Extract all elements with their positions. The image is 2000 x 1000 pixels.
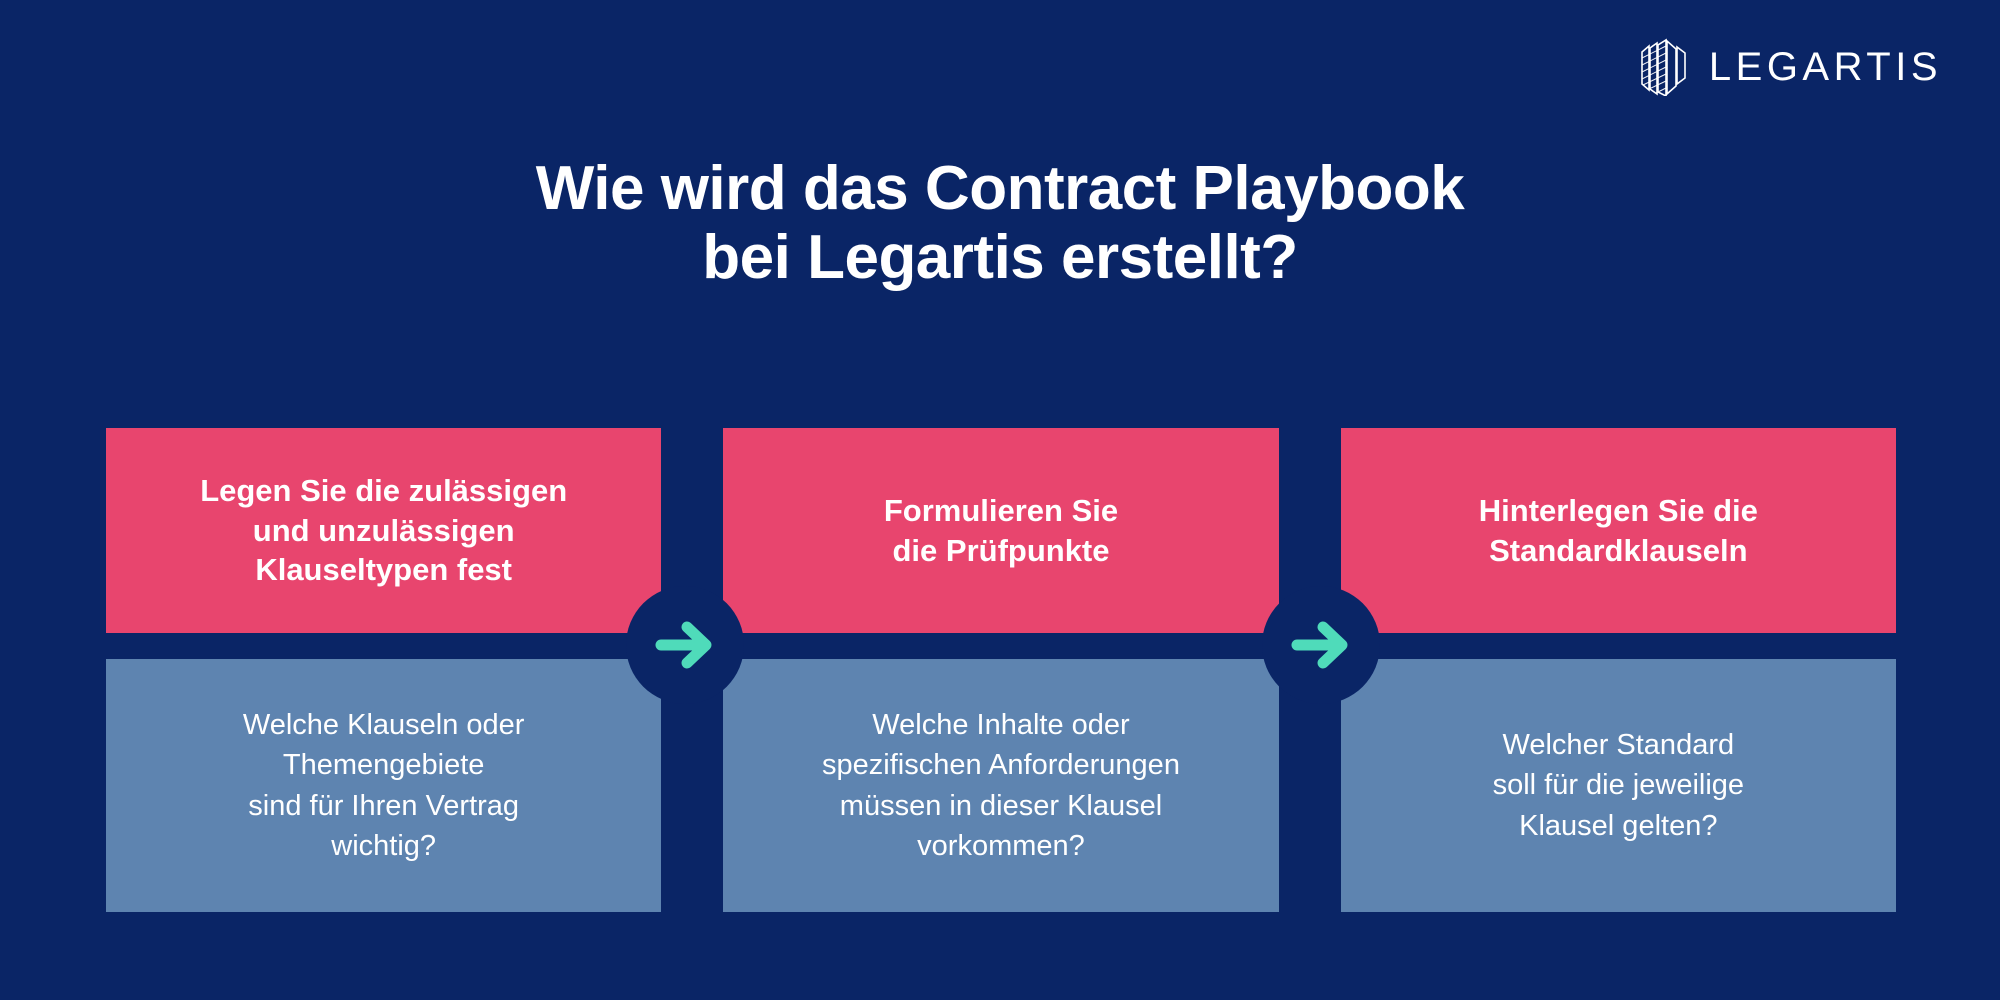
arrow-right-icon [655, 621, 712, 669]
step-1-heading: Legen Sie die zulässigen und unzulässige… [200, 472, 568, 588]
step-2-body-card: Welche Inhalte oder spezifischen Anforde… [723, 659, 1279, 912]
step-1-body-card: Welche Klauseln oder Themengebiete sind … [106, 659, 662, 912]
arrow-right-icon [1291, 621, 1348, 669]
step-3-heading-card: Hinterlegen Sie die Standardklauseln [1340, 428, 1896, 633]
step-2-heading-card: Formulieren Sie die Prüfpunkte [723, 428, 1279, 633]
step-1-heading-card: Legen Sie die zulässigen und unzulässige… [106, 428, 662, 633]
step-3-heading: Hinterlegen Sie die Standardklauseln [1478, 492, 1758, 568]
step-3-divider [1341, 633, 1896, 659]
step-connector-2 [1262, 586, 1380, 704]
legartis-layers-mark-icon [1641, 38, 1686, 96]
step-2-heading: Formulieren Sie die Prüfpunkte [883, 492, 1119, 568]
process-step-2: Formulieren Sie die Prüfpunkte Welche In… [723, 428, 1279, 912]
step-2-divider [723, 633, 1278, 659]
page-title-line-2: bei Legartis erstellt? [702, 222, 1298, 292]
legartis-logo: LEGARTIS [1639, 36, 1942, 98]
step-3-body: Welcher Standard soll für die jeweilige … [1492, 729, 1745, 842]
step-3-body-card: Welcher Standard soll für die jeweilige … [1340, 659, 1896, 912]
step-connector-1 [626, 586, 744, 704]
process-step-1: Legen Sie die zulässigen und unzulässige… [106, 428, 662, 912]
step-1-body: Welche Klauseln oder Themengebiete sind … [242, 709, 525, 862]
page-title: Wie wird das Contract Playbook bei Legar… [0, 154, 2000, 293]
process-step-3: Hinterlegen Sie die Standardklauseln Wel… [1340, 428, 1896, 912]
process-steps: Legen Sie die zulässigen und unzulässige… [106, 428, 1896, 912]
step-1-divider [106, 633, 661, 659]
page-title-line-1: Wie wird das Contract Playbook [535, 153, 1465, 223]
legartis-wordmark: LEGARTIS [1708, 45, 1942, 89]
step-2-body: Welche Inhalte oder spezifischen Anforde… [822, 709, 1180, 862]
